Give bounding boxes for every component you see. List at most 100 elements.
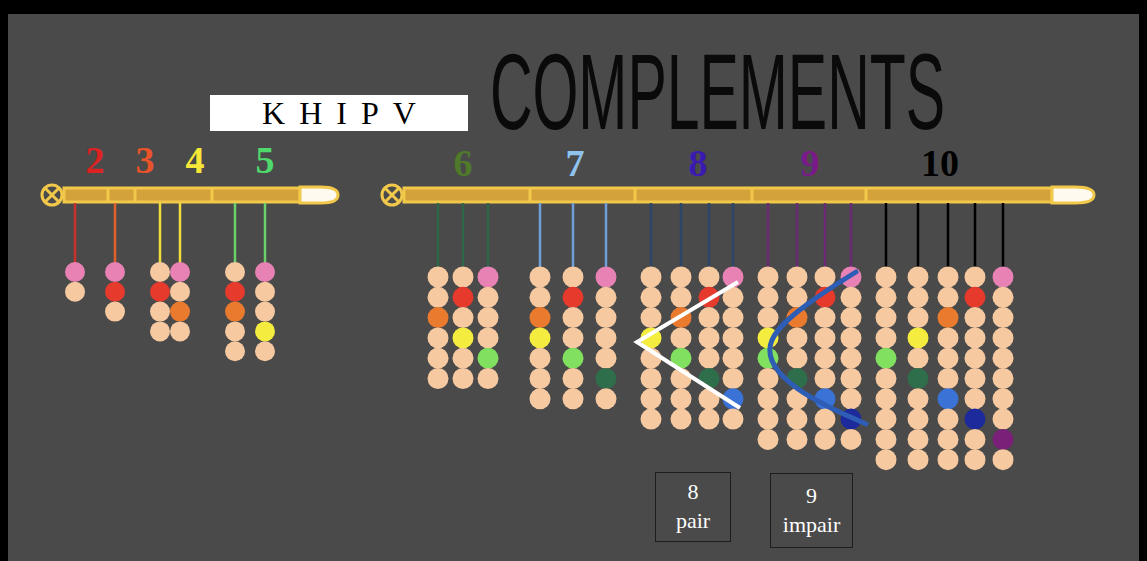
bead: [428, 348, 449, 369]
cord-line: [824, 203, 827, 277]
cord-line: [114, 203, 117, 272]
complement-number: 7: [566, 144, 585, 182]
pair-chevron: [637, 282, 740, 408]
bead: [596, 307, 617, 328]
pendant-cord: [150, 203, 170, 341]
bead: [596, 368, 617, 389]
bead: [908, 409, 929, 430]
bead: [908, 368, 929, 389]
cord-line: [572, 203, 575, 277]
bead: [758, 388, 779, 409]
pendant-cord: [641, 203, 662, 430]
pendant-cord: [170, 203, 190, 341]
caption-box: 9 impair: [770, 473, 853, 548]
bead: [723, 368, 744, 389]
bead: [938, 368, 959, 389]
pendant-cord: [815, 203, 836, 450]
bead: [150, 282, 170, 302]
bead: [787, 409, 808, 430]
start-knot-cross: [46, 189, 59, 202]
caption-text: 9 impair: [783, 482, 840, 539]
pendant-cord: [965, 203, 986, 470]
pendant-cord: [225, 203, 245, 361]
pendant-cord: [428, 203, 449, 389]
bead: [671, 409, 692, 430]
bead: [723, 307, 744, 328]
cord-end-cap: [300, 187, 338, 203]
bead: [699, 348, 720, 369]
pendant-cord: [758, 203, 779, 450]
bead: [993, 327, 1014, 348]
bead: [671, 287, 692, 308]
pendant-cord: [787, 203, 808, 450]
bead: [530, 388, 551, 409]
bead: [787, 429, 808, 450]
bead: [841, 287, 862, 308]
bead: [105, 302, 125, 322]
bead: [993, 368, 1014, 389]
bead: [938, 388, 959, 409]
bead: [563, 307, 584, 328]
bead: [150, 321, 170, 341]
pendant-cord: [596, 203, 617, 409]
cord-line: [159, 203, 162, 272]
bead: [563, 388, 584, 409]
bead: [993, 287, 1014, 308]
bead: [453, 348, 474, 369]
bead: [530, 267, 551, 288]
bead: [723, 409, 744, 430]
bead: [876, 409, 897, 430]
bead: [530, 348, 551, 369]
bead: [938, 348, 959, 369]
complement-number: 8: [689, 144, 708, 182]
bead: [699, 307, 720, 328]
start-knot-cross: [46, 189, 59, 202]
bead: [965, 267, 986, 288]
bead: [965, 429, 986, 450]
bead: [641, 388, 662, 409]
bead: [758, 409, 779, 430]
bead: [815, 348, 836, 369]
bead: [993, 267, 1014, 288]
bead: [596, 388, 617, 409]
cord-line: [974, 203, 977, 277]
title-text: KHIPV: [248, 95, 430, 131]
bead: [965, 348, 986, 369]
bead: [841, 307, 862, 328]
bar-divider: [865, 188, 868, 202]
bead: [938, 287, 959, 308]
start-knot-cross: [386, 189, 399, 202]
bead: [993, 429, 1014, 450]
bead: [876, 388, 897, 409]
bead: [993, 388, 1014, 409]
bead: [876, 287, 897, 308]
bead: [993, 307, 1014, 328]
bead: [841, 388, 862, 409]
bead: [841, 348, 862, 369]
cord-end-cap: [1052, 187, 1094, 203]
bead: [699, 267, 720, 288]
bead: [105, 262, 125, 282]
cord-line: [850, 203, 853, 277]
start-knot-cross: [386, 189, 399, 202]
bead: [596, 267, 617, 288]
bead: [641, 368, 662, 389]
bead: [428, 267, 449, 288]
start-knot: [42, 185, 62, 205]
bead: [908, 449, 929, 470]
bead: [563, 348, 584, 369]
cord-line: [605, 203, 608, 277]
bead: [965, 409, 986, 430]
bead: [225, 262, 245, 282]
bead: [596, 348, 617, 369]
title-box: KHIPV: [210, 95, 468, 131]
bead: [758, 307, 779, 328]
cord-line: [74, 203, 77, 272]
pendant-cord: [478, 203, 499, 389]
bead: [965, 368, 986, 389]
bar-divider: [107, 188, 110, 202]
pendant-cord: [255, 203, 275, 361]
bead: [699, 327, 720, 348]
